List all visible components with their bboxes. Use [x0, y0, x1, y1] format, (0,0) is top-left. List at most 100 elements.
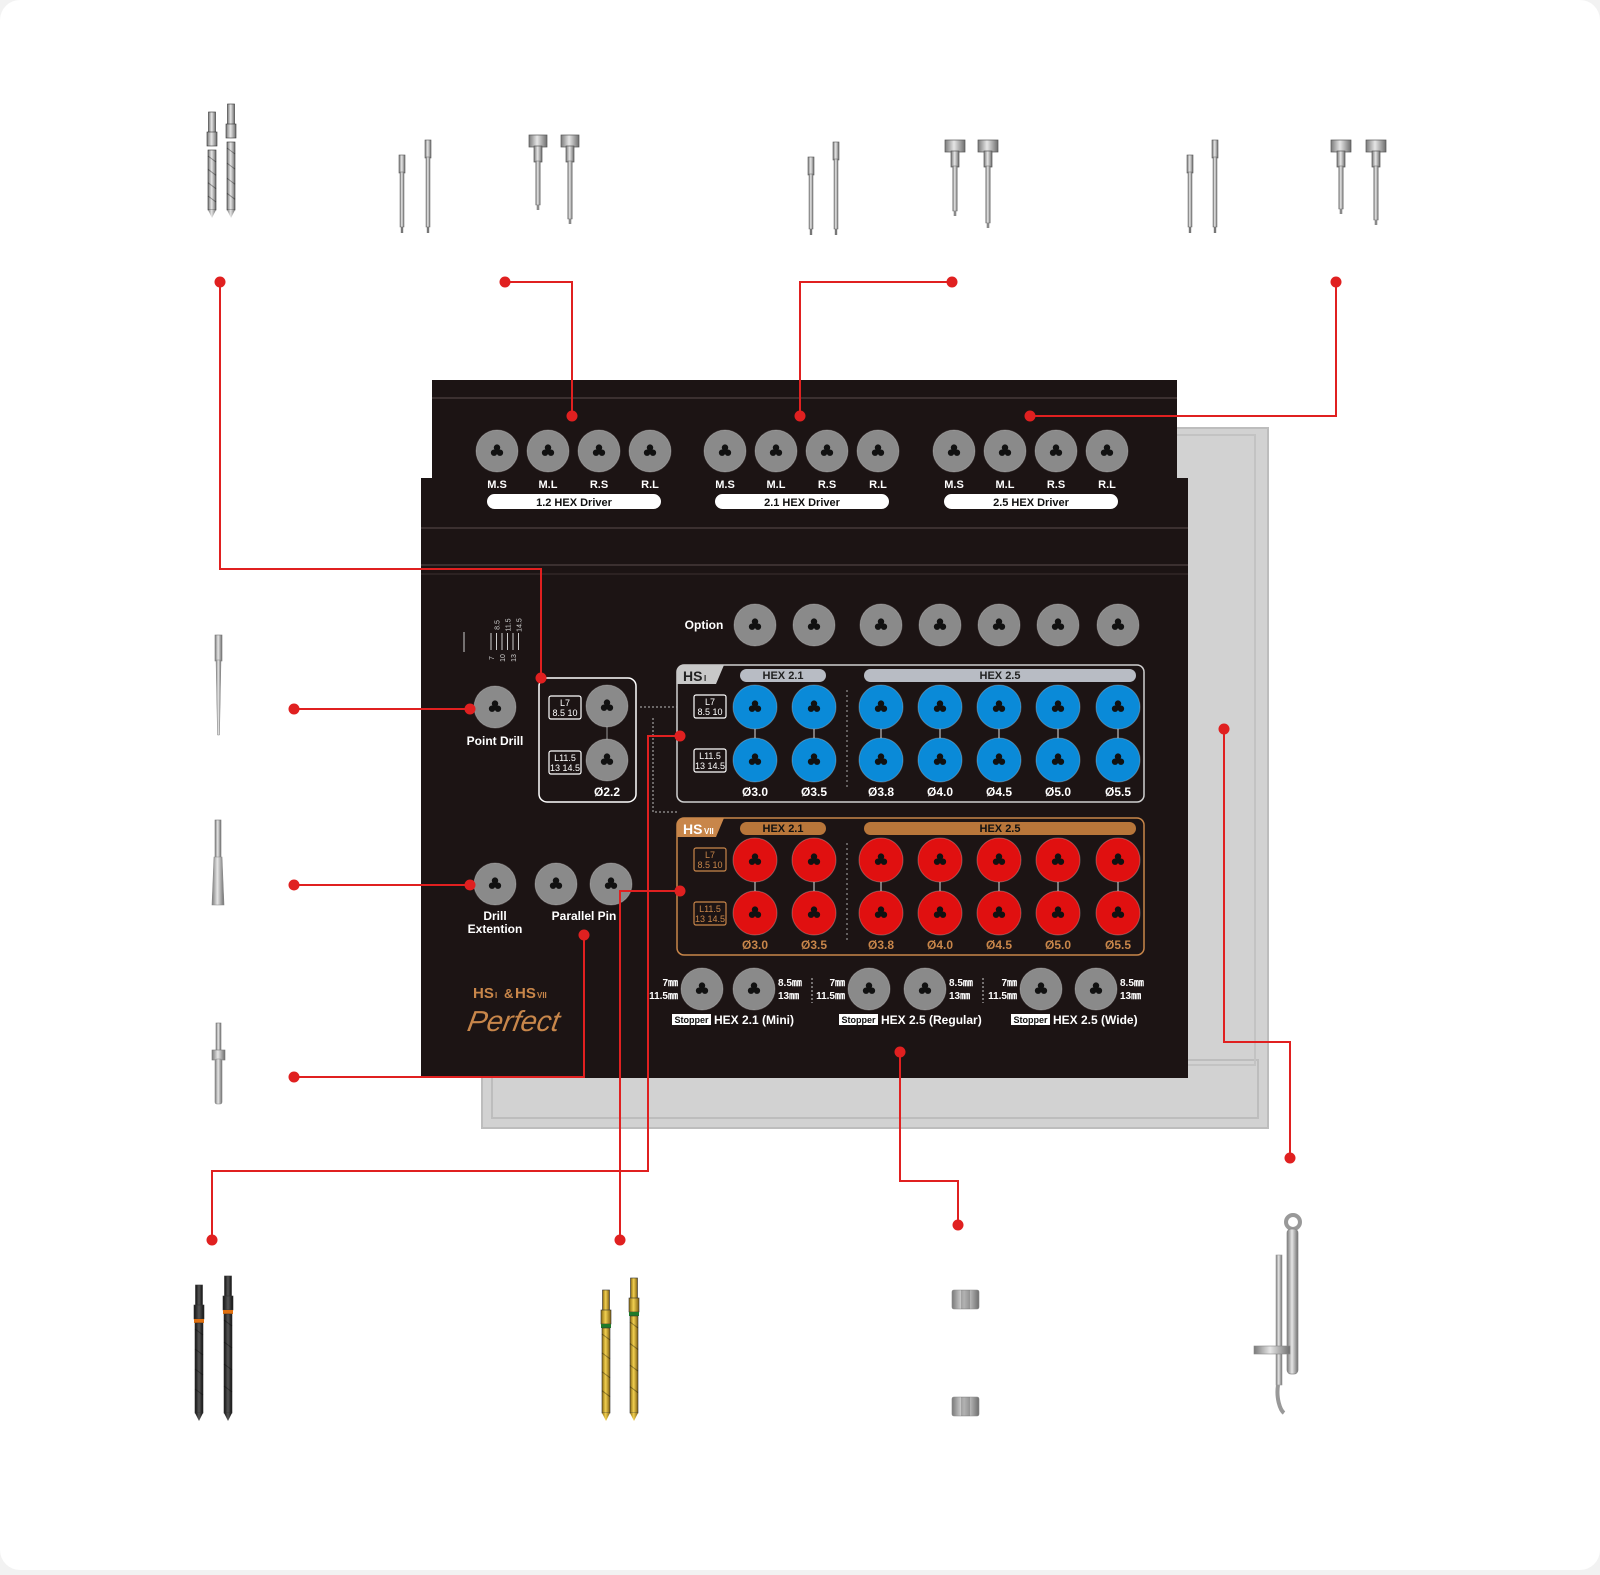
slot-center	[1093, 986, 1099, 992]
length-scale-label: 14.5	[517, 618, 524, 632]
stopper-tag: Stopper	[841, 1015, 875, 1025]
hs1-panel-logo-tab	[677, 665, 724, 684]
hex-driver-2.1-long-icon-neck	[950, 150, 960, 168]
hex-driver-2.5-long-icon-tip	[1339, 209, 1343, 214]
length-scale-label: 13	[511, 654, 518, 662]
slot-center	[1055, 910, 1061, 916]
driver-group-label-label: 1.2 HEX Driver	[536, 497, 613, 509]
initial-drill-frame	[538, 677, 637, 803]
drill-pair-icon	[206, 111, 218, 218]
slot-lobe	[1037, 982, 1045, 989]
black-drill-pair-icon-flute	[194, 1328, 204, 1336]
driver-slot-label: M.S	[944, 479, 964, 491]
slot-trilobe-icon	[604, 877, 618, 889]
drill-pair-icon-collar	[225, 123, 237, 139]
slot-trilobe-icon	[918, 982, 932, 994]
slot-lobe	[491, 700, 499, 707]
connector-line	[899, 1052, 959, 1225]
option-slot	[918, 603, 962, 647]
gold-drill-pair-icon-flute	[629, 1364, 639, 1372]
gold-drill-pair-icon-flute	[629, 1386, 639, 1394]
slot-center	[811, 704, 817, 710]
hs7-panel-slot	[732, 890, 778, 936]
connector-dot	[614, 1234, 626, 1246]
hs1-panel-hex-large-bar: HEX 2.5	[864, 669, 1136, 682]
slot-trilobe-icon	[807, 618, 821, 630]
connector-dot	[952, 1219, 964, 1231]
slot-trilobe-icon	[992, 618, 1006, 630]
stopper-label: HEX 2.1 (Mini)	[714, 1013, 794, 1027]
slot-center	[647, 448, 653, 454]
hs1-panel-len-short: L78.5 10	[693, 694, 727, 719]
slot-center	[1115, 910, 1121, 916]
slot-lobe	[750, 982, 758, 989]
slot-center	[996, 857, 1002, 863]
stopper-left-line2: 11.5㎜	[988, 991, 1017, 1002]
slot-trilobe-icon	[695, 982, 709, 994]
hs7-panel-slot	[732, 837, 778, 883]
hex-driver-2.5-long-icon-shaft	[1373, 165, 1379, 221]
slot-center	[545, 448, 551, 454]
stopper-left-line2: 11.5㎜	[649, 991, 678, 1002]
connector-line	[505, 281, 573, 416]
hs7-panel-logo-tab	[677, 818, 724, 837]
slot-center	[1053, 448, 1059, 454]
slot-center	[1115, 622, 1121, 628]
slot-trilobe-icon	[1051, 618, 1065, 630]
hex-driver-2.1-long-icon-shaft	[952, 165, 958, 212]
stopper-right-line2: 13㎜	[949, 991, 970, 1002]
gold-drill-pair-icon-point	[602, 1413, 610, 1421]
drill-pair-icon-flute	[207, 155, 217, 163]
parallel-pin-slot	[589, 862, 633, 906]
stopper-slot	[903, 967, 947, 1011]
gold-drill-pair-icon-collar	[628, 1297, 640, 1313]
connector-dot	[499, 276, 511, 288]
parallel-pin-slot	[534, 862, 578, 906]
stopper-slot	[680, 967, 724, 1011]
driver-group-label-bg	[715, 494, 889, 509]
hs1-panel-column: Ø3.0	[732, 684, 778, 799]
slot-lobe	[491, 877, 499, 884]
stopper-slot	[847, 967, 891, 1011]
slot-trilobe-icon	[992, 700, 1006, 712]
option-slot	[859, 603, 903, 647]
hs7-panel-diameter: Ø3.5	[801, 938, 827, 952]
slot-lobe	[493, 444, 501, 451]
hs7-panel-len-short-line2: 8.5 10	[697, 860, 722, 870]
slot-trilobe-icon	[769, 444, 783, 456]
hex-driver-2.5-long-icon	[1211, 139, 1219, 233]
slot-lobe	[751, 853, 759, 860]
driver-slot-label: R.S	[1047, 479, 1065, 491]
hex-driver-2.1-long-icon	[944, 139, 966, 216]
hex-driver-1.2-long-icon-top	[424, 139, 432, 159]
slot-trilobe-icon	[600, 753, 614, 765]
slot-lobe	[995, 853, 1003, 860]
wrench-handle	[1286, 1228, 1299, 1375]
connector-dot	[578, 929, 590, 941]
slot-center	[722, 448, 728, 454]
slot-trilobe-icon	[1089, 982, 1103, 994]
hs1-panel-diameter: Ø5.0	[1045, 785, 1071, 799]
initial-drill-diameter: Ø2.2	[594, 785, 620, 799]
slot-center	[492, 881, 498, 887]
black-drill-pair-icon-flute	[223, 1319, 233, 1327]
drill-pair-icon-flute	[226, 177, 236, 185]
gold-drill-pair-icon-shank	[602, 1289, 610, 1313]
slot-lobe	[603, 753, 611, 760]
black-drill-pair-icon-point	[224, 1413, 232, 1421]
hs1-panel-len-long-line2: 13 14.5	[695, 761, 725, 771]
gold-drill-pair-icon-flute	[601, 1333, 611, 1341]
slot-center	[878, 857, 884, 863]
hs7-panel-column: Ø3.0	[732, 837, 778, 952]
hex-driver-2.5-long-icon	[1365, 139, 1387, 225]
slot-center	[1038, 986, 1044, 992]
slot-trilobe-icon	[1111, 618, 1125, 630]
black-drill-pair-icon-flute	[194, 1388, 204, 1396]
hs1-panel-slot	[858, 684, 904, 730]
driver-slot-label: R.L	[1098, 479, 1116, 491]
hs7-panel-hex-small-bar: HEX 2.1	[740, 822, 826, 835]
